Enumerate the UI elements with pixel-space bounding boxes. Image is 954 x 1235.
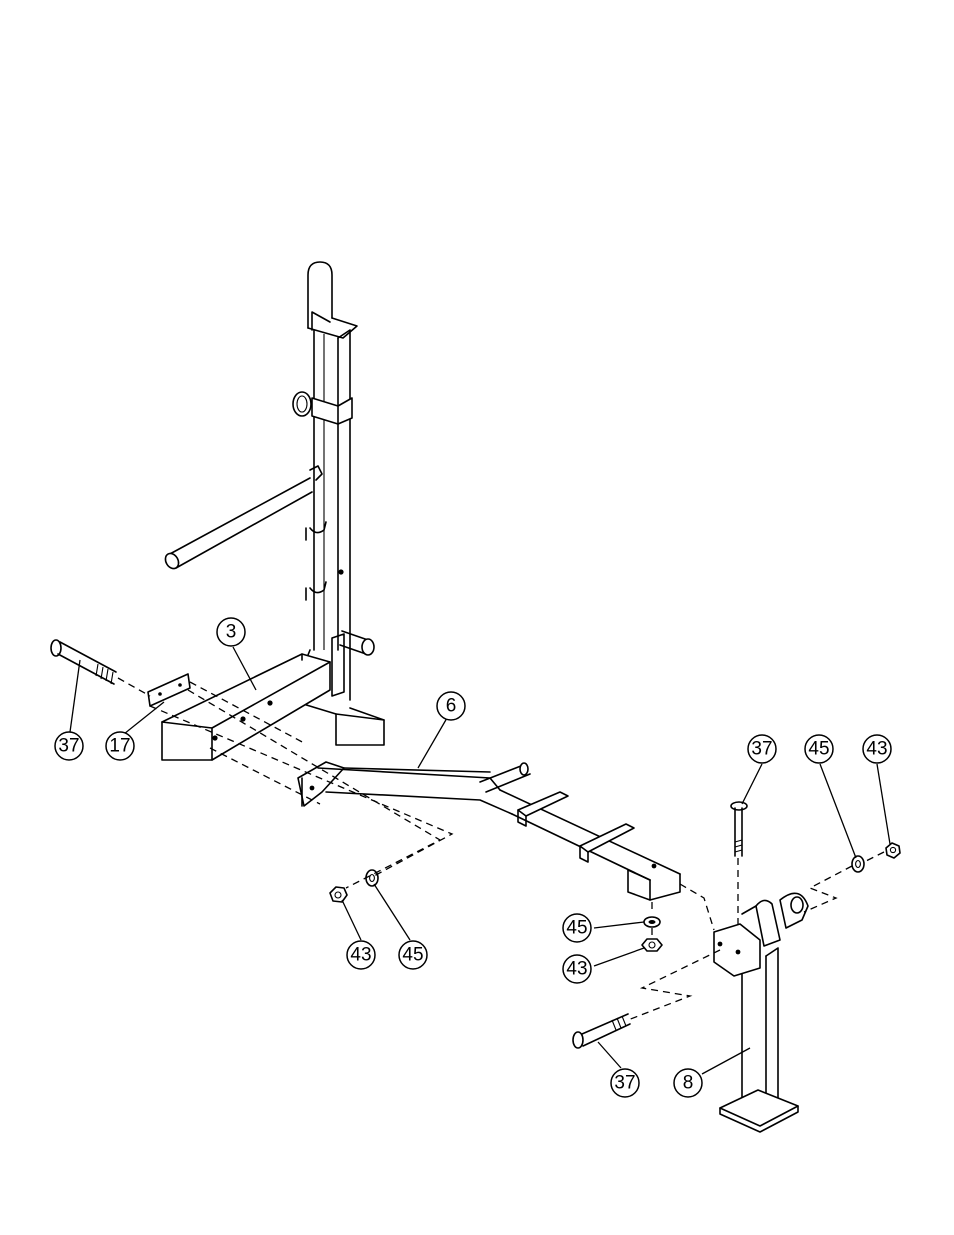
frame-part-6 bbox=[298, 762, 680, 900]
callout-45-top: 45 bbox=[805, 735, 833, 763]
callout-43-top-label: 43 bbox=[866, 739, 887, 760]
tube-part-3 bbox=[162, 654, 330, 760]
callout-43-left: 43 bbox=[347, 941, 375, 969]
callout-17-label: 17 bbox=[109, 736, 130, 757]
rear-upright-part-8 bbox=[714, 893, 808, 1132]
callout-3: 3 bbox=[217, 618, 245, 646]
callout-6: 6 bbox=[437, 692, 465, 720]
callout-8-label: 8 bbox=[683, 1073, 694, 1094]
callout-45-left-label: 45 bbox=[402, 945, 423, 966]
callout-43-center: 43 bbox=[563, 955, 591, 983]
plate-part-17 bbox=[148, 674, 190, 706]
callout-37-top: 37 bbox=[748, 735, 776, 763]
callout-17: 17 bbox=[106, 732, 134, 760]
callout-45-center-label: 45 bbox=[566, 918, 587, 939]
callout-6-label: 6 bbox=[446, 696, 457, 717]
callout-37-bottom-label: 37 bbox=[614, 1073, 635, 1094]
callout-3-label: 3 bbox=[226, 622, 237, 643]
callout-45-top-label: 45 bbox=[808, 739, 829, 760]
callout-43-center-label: 43 bbox=[566, 959, 587, 980]
bolt-37-left bbox=[51, 640, 116, 684]
callout-37-bottom: 37 bbox=[611, 1069, 639, 1097]
callout-37-top-label: 37 bbox=[751, 739, 772, 760]
callout-43-top: 43 bbox=[863, 735, 891, 763]
callout-37-left-label: 37 bbox=[58, 736, 79, 757]
callout-43-left-label: 43 bbox=[350, 945, 371, 966]
callout-37-left: 37 bbox=[55, 732, 83, 760]
callout-45-left: 45 bbox=[399, 941, 427, 969]
callout-45-center: 45 bbox=[563, 914, 591, 942]
callout-8: 8 bbox=[674, 1069, 702, 1097]
